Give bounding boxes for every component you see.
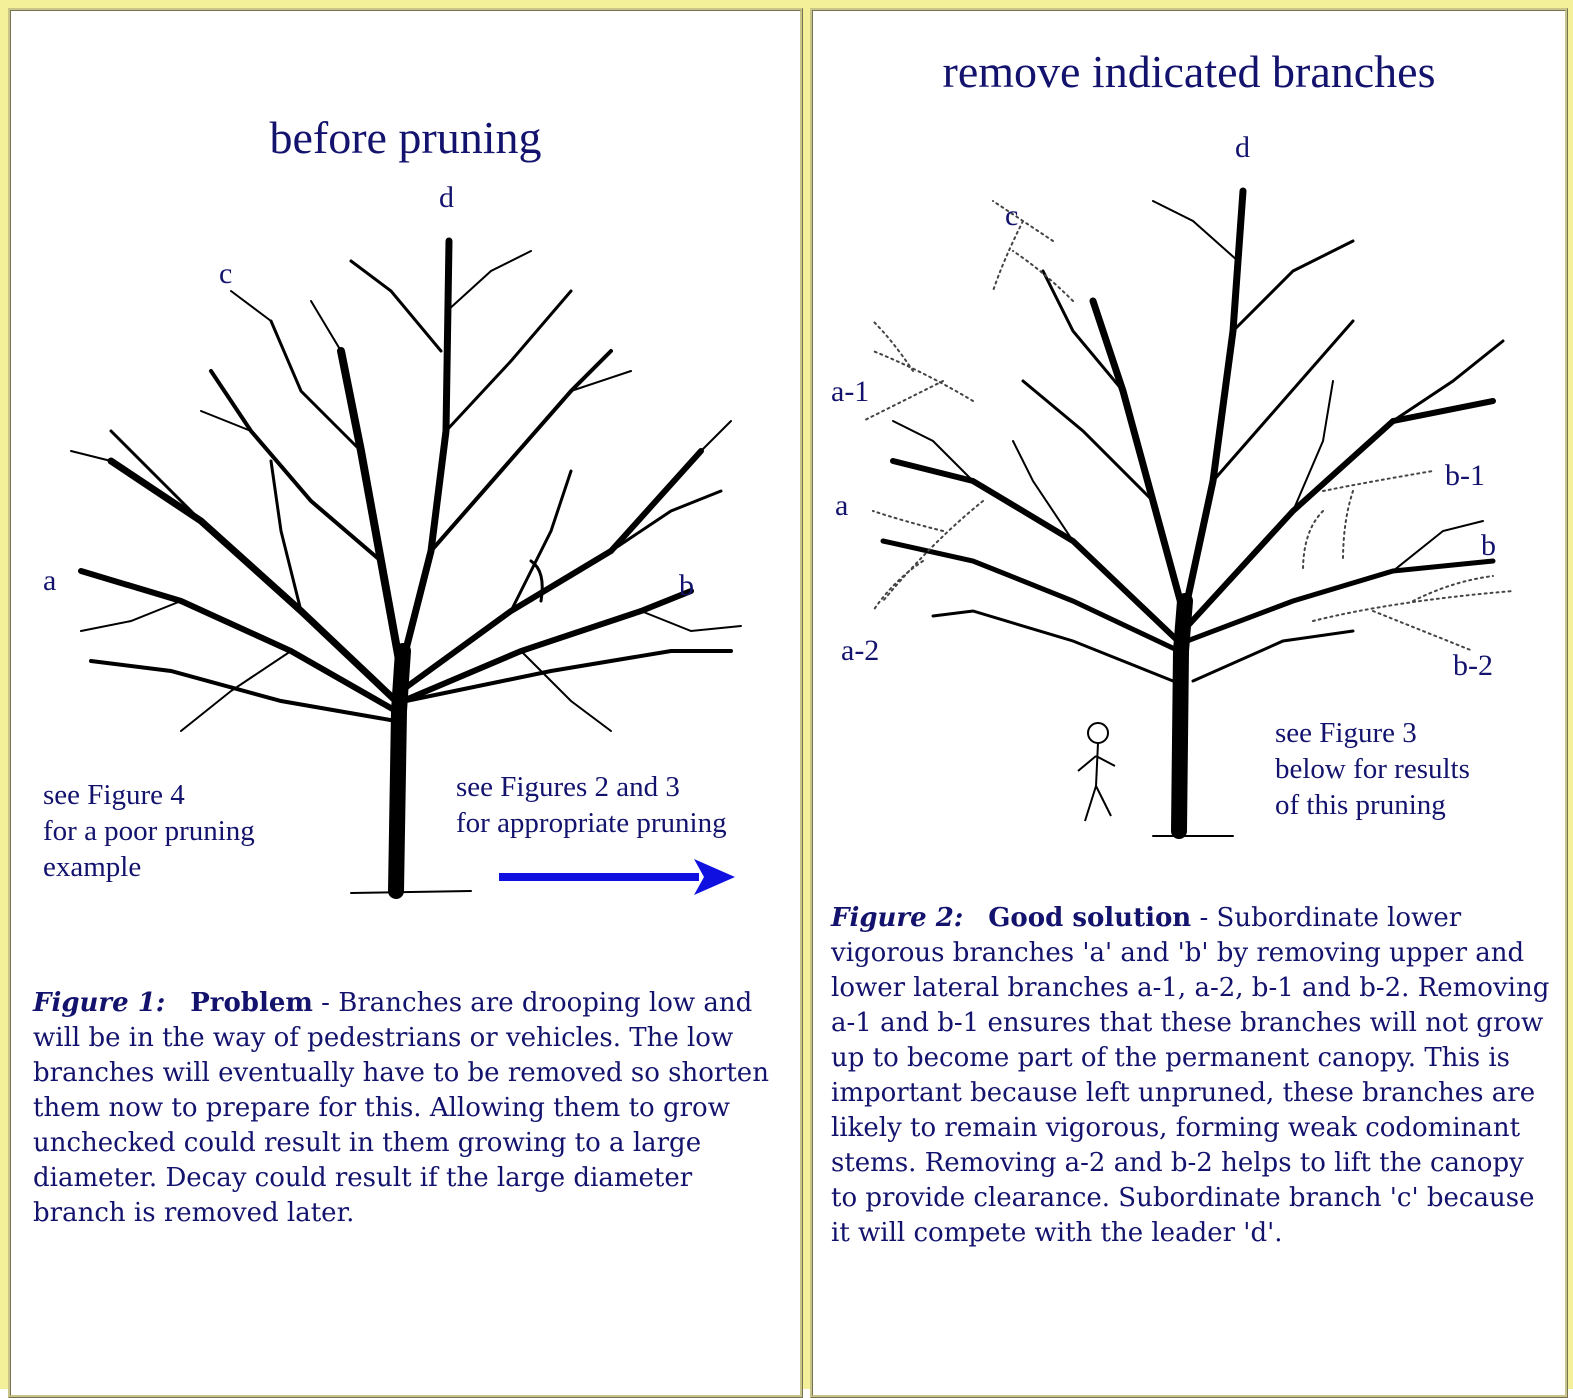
label-a: a (43, 564, 57, 597)
figure-2-number: Figure 2: (831, 903, 964, 933)
label-b-1: b-1 (1445, 459, 1485, 492)
label-a-2: a-2 (841, 634, 880, 667)
label-c: c (219, 257, 233, 290)
figure-1-heading: Problem (190, 988, 313, 1018)
label-b-2: b-2 (1453, 649, 1493, 682)
figure-2-heading: Good solution (988, 903, 1192, 933)
figure-1-number: Figure 1: (33, 988, 166, 1018)
label-a-1: a-1 (831, 375, 870, 408)
figure-2-title: remove indicated branches (942, 46, 1436, 97)
figure-2-caption: Figure 2: Good solution - Subordinate lo… (831, 901, 1556, 1251)
figure-2-panel: remove indicated branches (810, 8, 1568, 1398)
label-d: d (439, 181, 454, 214)
see-figure-3-note: see Figure 3 below for results of this p… (1275, 717, 1470, 821)
figure-2-caption-text: - Subordinate lower vigorous branches 'a… (831, 903, 1550, 1248)
tree-illustration-pruning (862, 187, 1514, 839)
see-figures-2-3-note: see Figures 2 and 3 for appropriate prun… (456, 771, 727, 839)
label-b: b (679, 569, 694, 602)
label-b: b (1481, 529, 1496, 562)
right-arrow-icon (499, 859, 735, 895)
tree-illustration-before (70, 237, 742, 899)
label-d: d (1235, 131, 1250, 164)
label-c: c (1005, 199, 1019, 232)
label-a: a (835, 489, 849, 522)
figure-1-panel: before pruning (8, 8, 803, 1398)
figure-1-caption-text: - Branches are drooping low and will be … (33, 988, 769, 1228)
figure-1-caption: Figure 1: Problem - Branches are droopin… (33, 986, 783, 1231)
figure-1-title: before pruning (269, 112, 542, 163)
see-figure-4-note: see Figure 4 for a poor pruning example (43, 779, 255, 883)
